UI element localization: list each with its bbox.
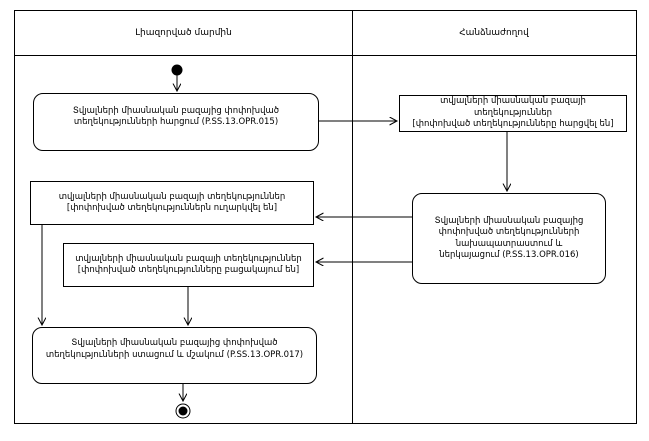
lane-label-authorized-body: Լիազորված մարմին [135, 28, 232, 38]
activity-receive-label: Տվյալների միասնական բազայից փոփոխված տեղ… [45, 338, 304, 360]
activity-receive-process-info: Տվյալների միասնական բազայից փոփոխված տեղ… [32, 327, 317, 384]
activity-request-label: Տվյալների միասնական բազայից փոփոխված տեղ… [72, 105, 280, 127]
object-node-info-absent: տվյալների միասնական բազայի տեղեկությունն… [63, 243, 314, 287]
object-requested-state: [փոփոխված տեղեկությունները հարցվել են] [412, 119, 614, 130]
lane-header-authorized-body: Լիազորված մարմին [15, 11, 352, 55]
lane-header-commission: Հանձնաժողով [352, 11, 636, 55]
lane-divider [352, 11, 353, 423]
object-node-info-sent: տվյալների միասնական բազայի տեղեկությունն… [30, 181, 314, 225]
lane-header-row: Լիազորված մարմին Հանձնաժողով [15, 11, 636, 56]
object-sent-title: տվյալների միասնական բազայի տեղեկությունն… [58, 191, 286, 202]
activity-request-changed-info: Տվյալների միասնական բազայից փոփոխված տեղ… [33, 93, 319, 151]
lane-label-commission: Հանձնաժողով [459, 28, 529, 38]
object-absent-state: [փոփոխված տեղեկությունները բացակայում են… [77, 265, 300, 275]
activity-prepare-present-info: Տվյալների միասնական բազայից փոփոխված տեղ… [412, 193, 606, 284]
object-requested-title: տվյալների միասնական բազայի տեղեկությունն… [440, 96, 586, 118]
object-node-info-requested: տվյալների միասնական բազայի տեղեկությունն… [399, 95, 627, 132]
object-sent-state: [փոփոխված տեղեկություններն ուղարկվել են] [66, 203, 278, 213]
activity-prepare-label: Տվյալների միասնական բազայից փոփոխված տեղ… [434, 215, 584, 260]
object-absent-title: տվյալների միասնական բազայի տեղեկությունն… [75, 253, 302, 264]
